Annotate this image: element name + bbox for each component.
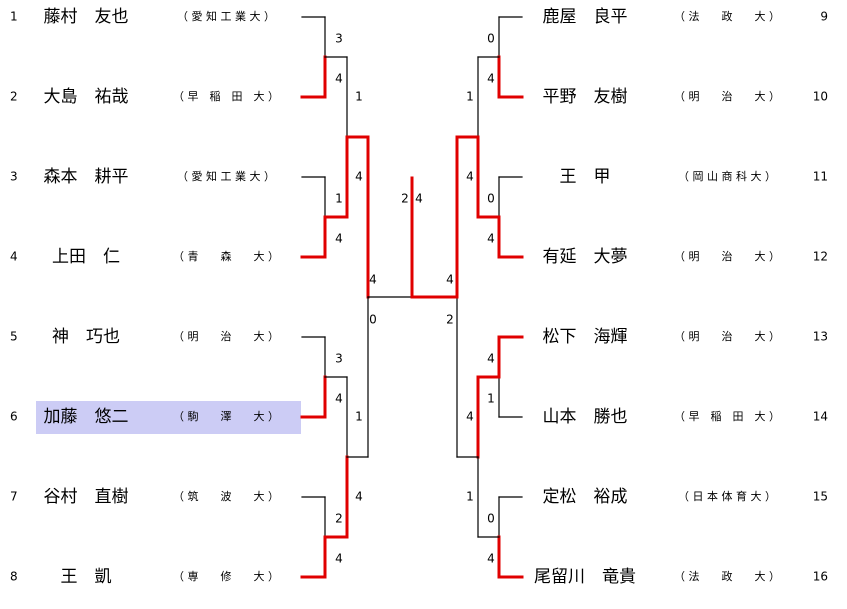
player-name: 尾留川 竜貴 [534, 567, 636, 587]
player-highlight [36, 401, 301, 434]
right-r1-score: 4 [487, 552, 495, 566]
left-r2-score: 1 [355, 410, 363, 424]
player-name: 藤村 友也 [44, 7, 129, 27]
seed-number: 3 [10, 170, 18, 184]
right-r3-score: 2 [446, 313, 454, 327]
seed-number: 11 [813, 170, 828, 184]
player-name: 神 巧也 [52, 327, 120, 347]
seed-number: 15 [813, 490, 828, 504]
player-name: 鹿屋 良平 [543, 7, 628, 27]
right-r1-score: 0 [487, 32, 495, 46]
left-r1-score: 3 [335, 352, 343, 366]
player-name: 谷村 直樹 [44, 487, 129, 507]
player-team: （ 明 治 大 ） [173, 329, 279, 343]
player-team: （ 青 森 大 ） [173, 249, 279, 263]
seed-number: 13 [813, 330, 828, 344]
player-name: 平野 友樹 [543, 87, 628, 107]
player-team: （ 愛 知 工 業 大 ） [177, 169, 275, 183]
player-name: 大島 祐哉 [44, 87, 129, 107]
right-r1-score: 1 [487, 392, 495, 406]
left-r3-score: 0 [369, 313, 377, 327]
player-team: （ 明 治 大 ） [674, 249, 780, 263]
player-name: 森本 耕平 [44, 167, 129, 187]
right-r2-score: 1 [466, 90, 474, 104]
player-team: （ 明 治 大 ） [674, 329, 780, 343]
seed-number: 1 [10, 10, 18, 24]
final-score: 4 [415, 192, 423, 206]
left-r2-score: 4 [355, 170, 363, 184]
seed-number: 7 [10, 490, 18, 504]
player-team: （ 法 政 大 ） [674, 569, 780, 583]
seed-number: 6 [10, 410, 18, 424]
player-team: （ 筑 波 大 ） [173, 489, 279, 503]
player-team: （ 岡 山 商 科 大 ） [678, 169, 776, 183]
player-team: （ 専 修 大 ） [173, 569, 279, 583]
left-r1-score: 3 [335, 32, 343, 46]
seed-number: 5 [10, 330, 18, 344]
right-r1-score: 4 [487, 232, 495, 246]
seed-number: 9 [820, 10, 828, 24]
seed-number: 10 [813, 90, 828, 104]
left-r1-score: 4 [335, 392, 343, 406]
player-name: 加藤 悠二 [44, 407, 129, 427]
player-name: 定松 裕成 [543, 487, 628, 507]
left-r1-score: 4 [335, 232, 343, 246]
left-r2-score: 4 [355, 490, 363, 504]
seed-number: 4 [10, 250, 18, 264]
right-r2-score: 4 [466, 410, 474, 424]
left-r1-score: 4 [335, 72, 343, 86]
left-r2-score: 1 [355, 90, 363, 104]
player-team: （ 法 政 大 ） [674, 9, 780, 23]
left-r1-score: 1 [335, 192, 343, 206]
right-r1-score: 4 [487, 352, 495, 366]
seed-number: 8 [10, 570, 18, 584]
seed-number: 16 [813, 570, 828, 584]
player-team: （ 早 稲 田 大 ） [674, 409, 780, 423]
player-name: 松下 海輝 [543, 327, 628, 347]
player-name: 有延 大夢 [543, 247, 628, 267]
left-r3-score: 4 [369, 273, 377, 287]
right-r3-score: 4 [446, 273, 454, 287]
player-team: （ 明 治 大 ） [674, 89, 780, 103]
right-r1-score: 0 [487, 192, 495, 206]
player-name: 王 甲 [560, 167, 611, 187]
right-r2-score: 1 [466, 490, 474, 504]
right-r1-score: 0 [487, 512, 495, 526]
player-name: 上田 仁 [52, 247, 120, 267]
player-name: 山本 勝也 [543, 407, 628, 427]
right-r1-score: 4 [487, 72, 495, 86]
player-team: （ 早 稲 田 大 ） [173, 89, 279, 103]
player-team: （ 駒 澤 大 ） [173, 409, 279, 423]
seed-number: 12 [813, 250, 828, 264]
right-r2-score: 4 [466, 170, 474, 184]
player-name: 王 凱 [61, 567, 112, 587]
left-r1-score: 2 [335, 512, 343, 526]
left-r1-score: 4 [335, 552, 343, 566]
player-team: （ 日 本 体 育 大 ） [678, 489, 776, 503]
seed-number: 2 [10, 90, 18, 104]
final-score: 2 [401, 192, 409, 206]
player-team: （ 愛 知 工 業 大 ） [177, 9, 275, 23]
seed-number: 14 [813, 410, 828, 424]
